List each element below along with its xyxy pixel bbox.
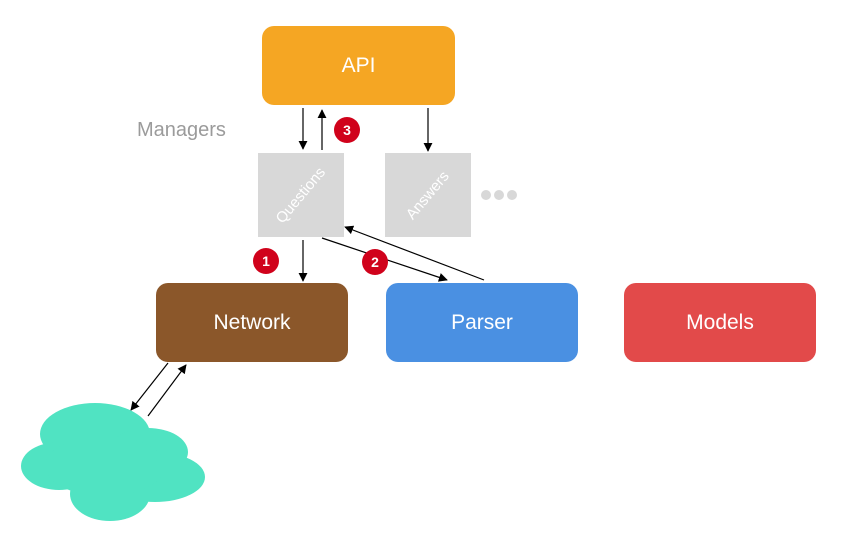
managers-label: Managers [137, 119, 226, 141]
models-box: Models [624, 283, 816, 362]
parser-box: Parser [386, 283, 578, 362]
network-box: Network [156, 283, 348, 362]
arrow-network-to-cloud [130, 362, 169, 411]
step-badge-2: 2 [362, 249, 388, 275]
step-badge-3: 3 [334, 117, 360, 143]
models-label: Models [686, 310, 754, 334]
cloud-icon [21, 403, 205, 521]
api-box: API [262, 26, 455, 105]
step-badge-1: 1 [253, 248, 279, 274]
arrow-parser-to-questions [344, 225, 485, 281]
parser-label: Parser [451, 310, 513, 334]
more-managers-dots [481, 190, 517, 200]
api-label: API [341, 53, 376, 77]
arrow-cloud-to-network [147, 364, 187, 417]
answers-manager-box: Answers [385, 153, 471, 237]
questions-manager-box: Questions [258, 153, 344, 237]
network-label: Network [213, 310, 291, 334]
